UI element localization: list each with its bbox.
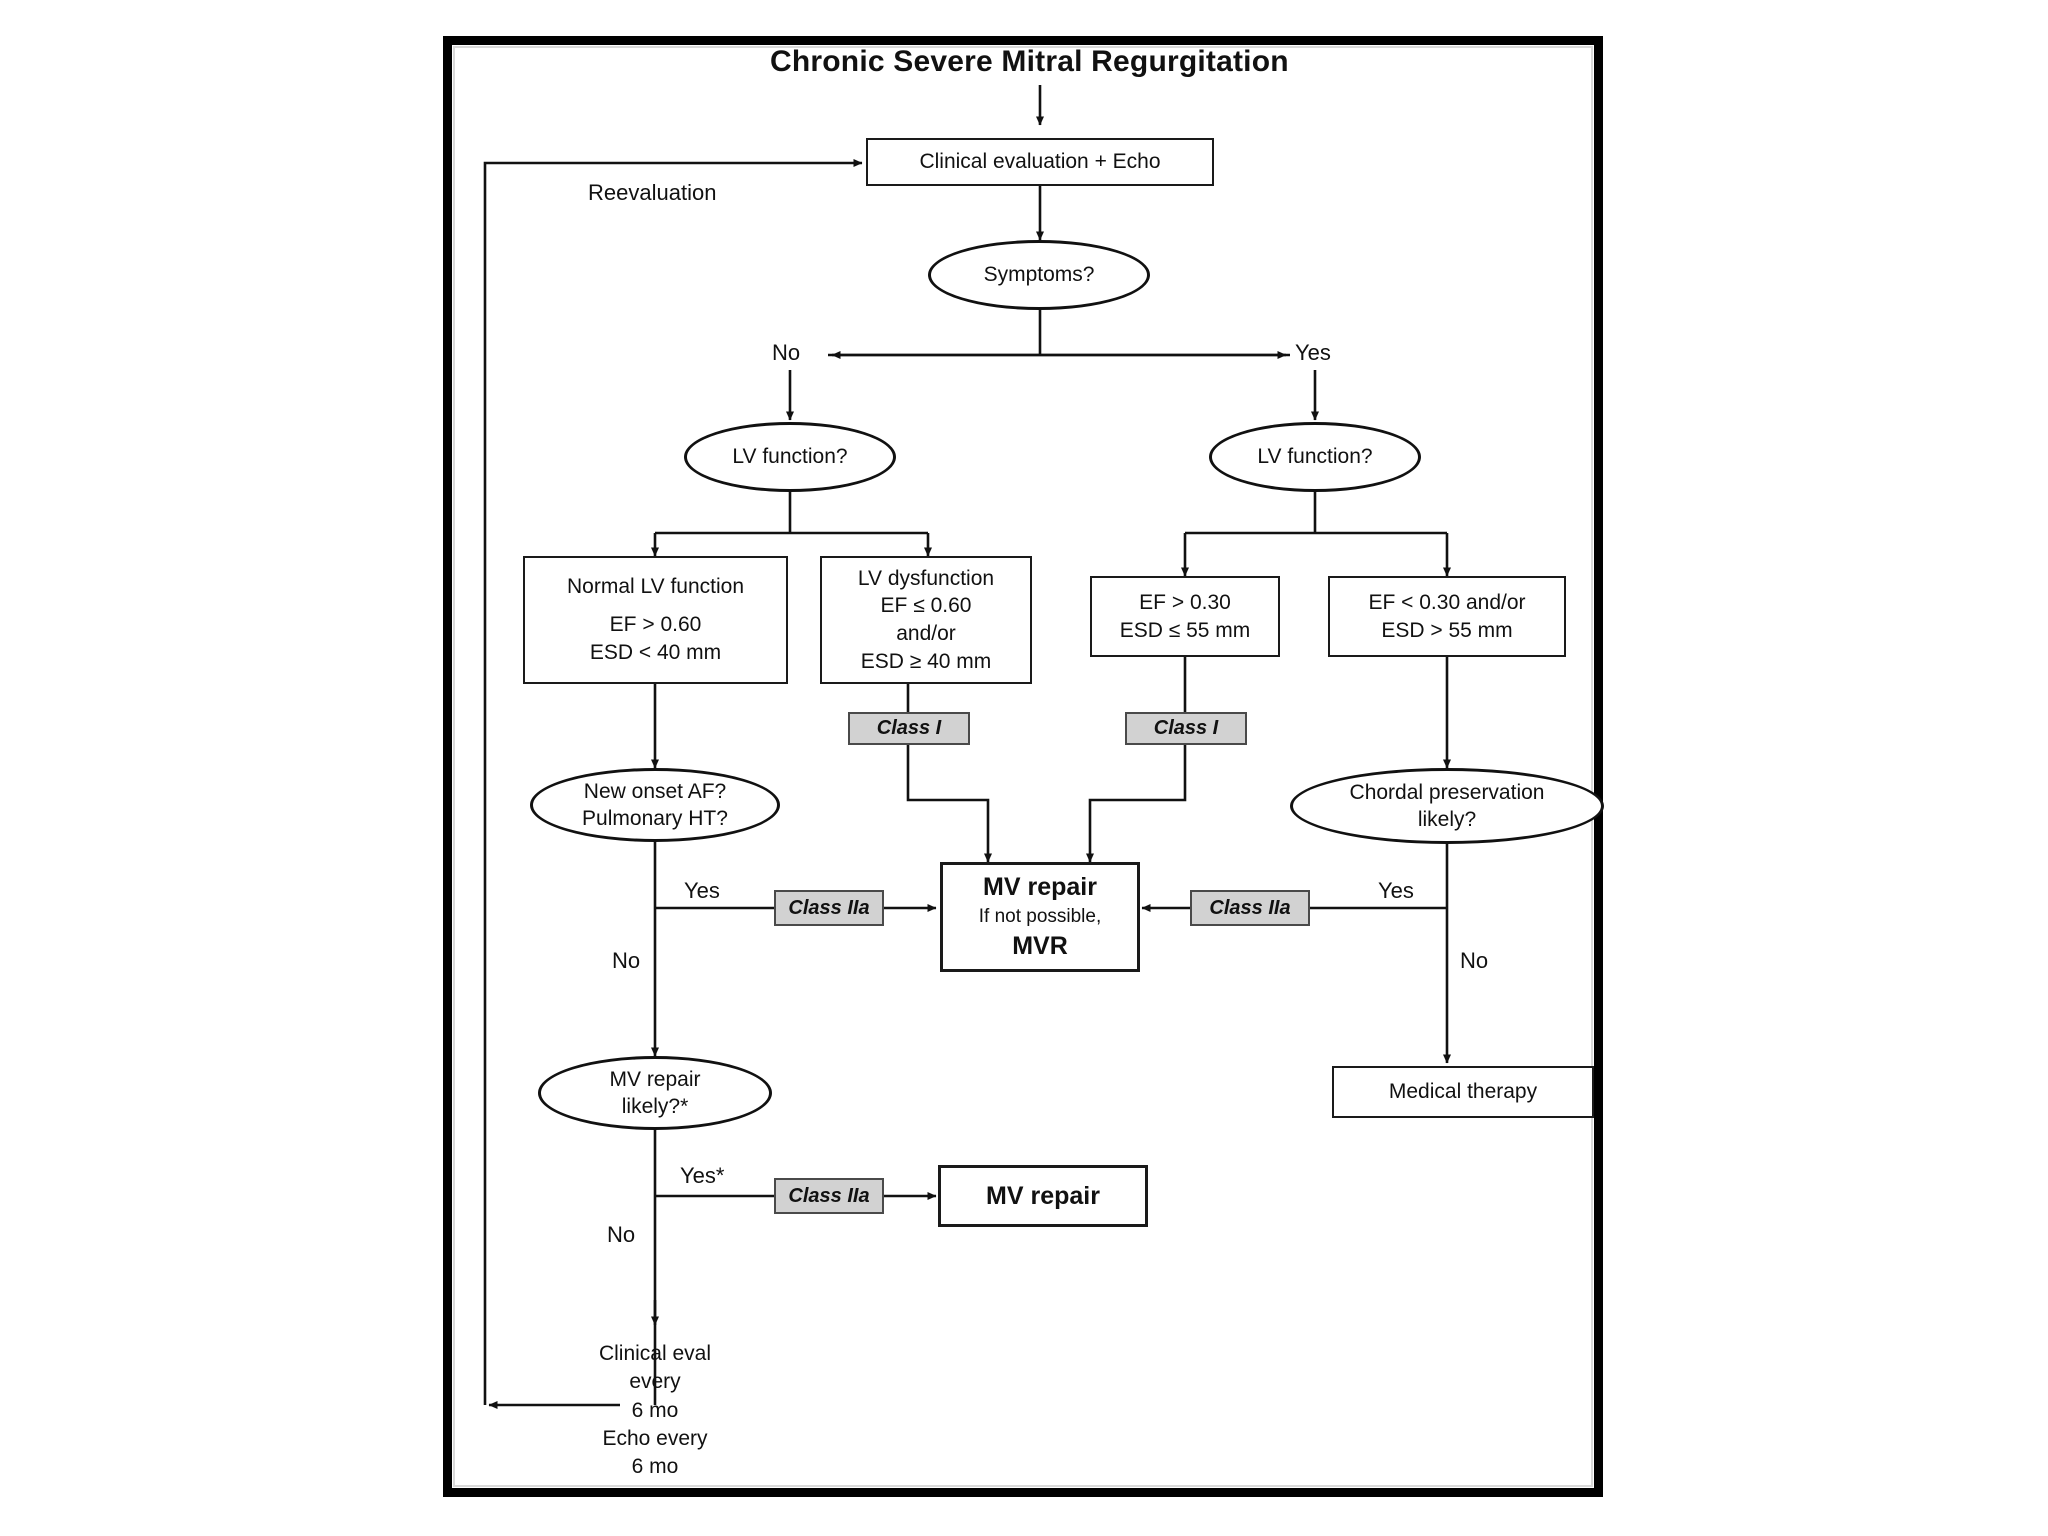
badge-class-i-right-label: Class I — [1153, 717, 1219, 739]
node-chordal-line2: likely? — [1417, 808, 1477, 831]
node-followup-line5: 6 mo — [631, 1455, 679, 1479]
badge-class-iia-left-label: Class IIa — [788, 896, 870, 919]
node-ef-lt-030-line2: ESD > 55 mm — [1381, 618, 1513, 642]
edge-label-af-no: No — [612, 948, 641, 973]
badge-class-iia-left[interactable]: Class IIa — [774, 890, 884, 926]
node-mv-repair-likely-line2: likely?* — [621, 1095, 689, 1118]
node-mv-repair-likely[interactable]: MV repair likely?* — [538, 1056, 772, 1130]
edge-label-symptoms-no: No — [772, 340, 801, 365]
node-ef-lt-030[interactable]: EF < 0.30 and/or ESD > 55 mm — [1328, 576, 1566, 657]
node-medical-therapy-label: Medical therapy — [1388, 1080, 1538, 1104]
node-chordal-line1: Chordal preservation — [1349, 780, 1545, 804]
node-ef-gt-030-line2: ESD ≤ 55 mm — [1119, 618, 1251, 642]
node-lv-function-right[interactable]: LV function? — [1209, 422, 1421, 492]
node-chordal-preservation[interactable]: Chordal preservation likely? — [1290, 768, 1604, 844]
edge-label-chordal-yes: Yes — [1378, 878, 1414, 903]
node-ef-lt-030-line1: EF < 0.30 and/or — [1368, 590, 1526, 614]
node-symptoms-label: Symptoms? — [983, 263, 1095, 287]
node-new-onset-af[interactable]: New onset AF? Pulmonary HT? — [530, 768, 780, 842]
node-new-onset-af-line1: New onset AF? — [583, 779, 727, 803]
node-mv-repair-mvr-line2: If not possible, — [978, 906, 1102, 928]
edge-label-reevaluation: Reevaluation — [588, 180, 717, 205]
node-followup-text: Clinical eval every 6 mo Echo every 6 mo — [545, 1340, 765, 1482]
node-clinical-evaluation[interactable]: Clinical evaluation + Echo — [866, 138, 1214, 186]
node-mv-repair-mvr-line3: MVR — [1012, 931, 1068, 960]
node-mv-repair-mvr-line1: MV repair — [983, 873, 1097, 902]
node-normal-lv-line3: ESD < 40 mm — [589, 640, 722, 664]
node-symptoms[interactable]: Symptoms? — [928, 240, 1150, 310]
node-new-onset-af-line2: Pulmonary HT? — [582, 807, 728, 830]
badge-class-iia-bottom[interactable]: Class IIa — [774, 1178, 884, 1214]
badge-class-i-left-label: Class I — [876, 717, 942, 739]
node-lv-function-right-label: LV function? — [1257, 445, 1373, 469]
node-lv-dysfunction-line3: and/or — [896, 622, 956, 645]
node-followup-line2: every — [629, 1370, 681, 1394]
node-followup-line3: 6 mo — [631, 1398, 679, 1422]
node-normal-lv-line2: EF > 0.60 — [609, 613, 702, 637]
node-normal-lv-function[interactable]: Normal LV function EF > 0.60 ESD < 40 mm — [523, 556, 788, 684]
badge-class-iia-right-label: Class IIa — [1209, 896, 1291, 919]
node-mv-repair[interactable]: MV repair — [938, 1165, 1148, 1227]
edge-label-af-yes: Yes — [684, 878, 720, 903]
node-lv-function-left[interactable]: LV function? — [684, 422, 896, 492]
node-mv-repair-likely-line1: MV repair — [609, 1067, 701, 1091]
edge-label-symptoms-yes: Yes — [1295, 340, 1331, 365]
edge-label-chordal-no: No — [1460, 948, 1489, 973]
node-medical-therapy[interactable]: Medical therapy — [1332, 1066, 1594, 1118]
node-lv-dysfunction-line2: EF ≤ 0.60 — [880, 594, 972, 618]
badge-class-iia-right[interactable]: Class IIa — [1190, 890, 1310, 926]
node-normal-lv-line1: Normal LV function — [566, 575, 745, 599]
edge-label-repair-likely-no: No — [607, 1222, 636, 1247]
node-followup-line1: Clinical eval — [598, 1342, 712, 1365]
figure-title: Chronic Severe Mitral Regurgitation — [770, 45, 1289, 78]
node-lv-function-left-label: LV function? — [732, 445, 848, 469]
node-mv-repair-label: MV repair — [986, 1181, 1100, 1210]
node-ef-gt-030[interactable]: EF > 0.30 ESD ≤ 55 mm — [1090, 576, 1280, 657]
node-lv-dysfunction[interactable]: LV dysfunction EF ≤ 0.60 and/or ESD ≥ 40… — [820, 556, 1032, 684]
node-followup-line4: Echo every — [602, 1427, 708, 1451]
badge-class-i-left[interactable]: Class I — [848, 712, 970, 745]
node-mv-repair-mvr[interactable]: MV repair If not possible, MVR — [940, 862, 1140, 972]
node-lv-dysfunction-line1: LV dysfunction — [857, 566, 995, 590]
node-clinical-evaluation-label: Clinical evaluation + Echo — [919, 150, 1161, 174]
badge-class-i-right[interactable]: Class I — [1125, 712, 1247, 745]
badge-class-iia-bottom-label: Class IIa — [788, 1184, 870, 1207]
node-ef-gt-030-line1: EF > 0.30 — [1139, 590, 1231, 614]
edge-label-repair-likely-yes: Yes* — [680, 1163, 725, 1188]
node-lv-dysfunction-line4: ESD ≥ 40 mm — [860, 649, 992, 673]
